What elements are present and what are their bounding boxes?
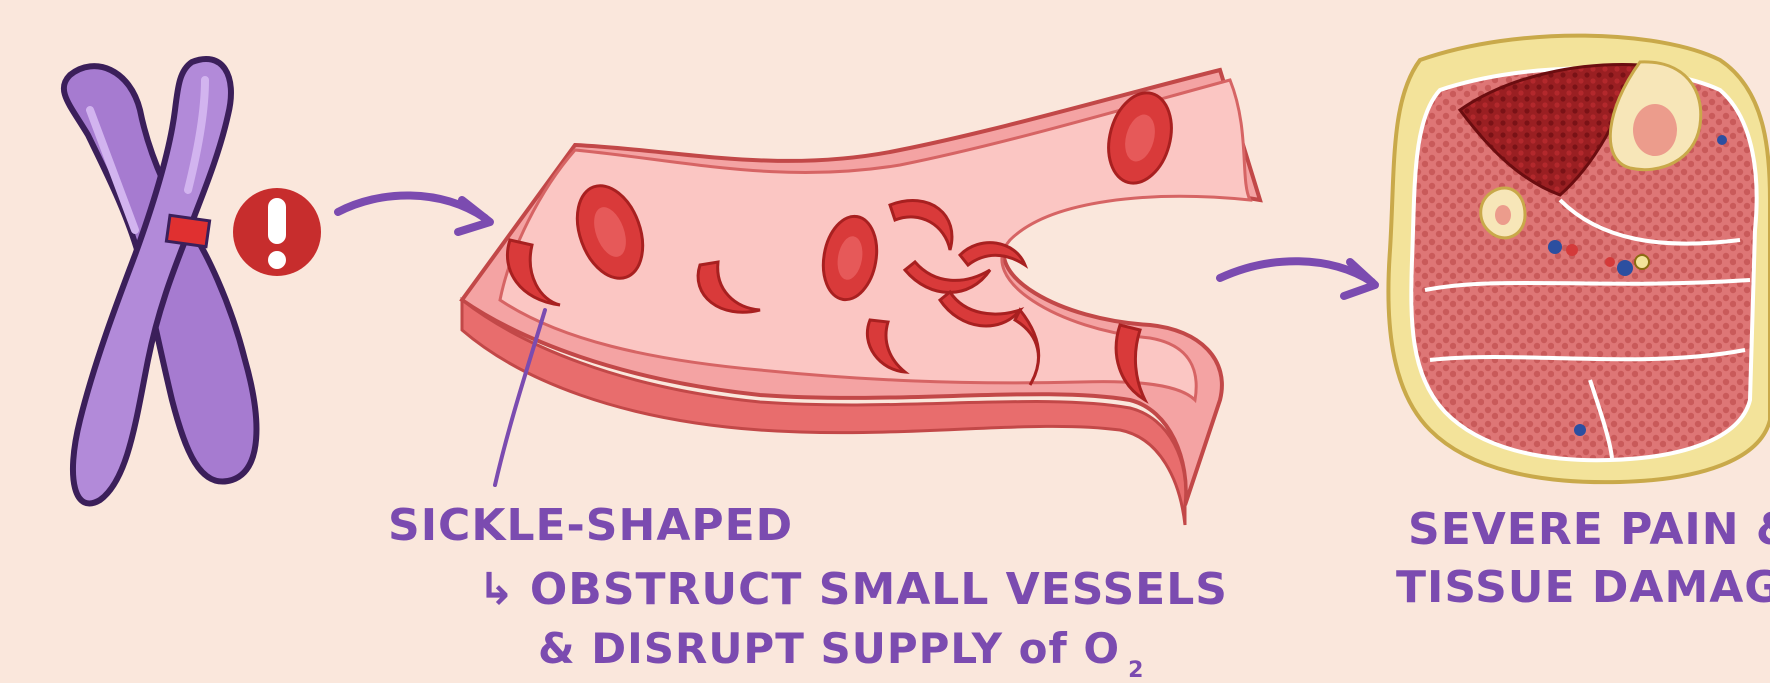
oxygen-subscript: 2 bbox=[1128, 658, 1144, 683]
tissue-cross-section-icon bbox=[1388, 36, 1770, 483]
return-arrow-icon: ↳ bbox=[478, 568, 516, 612]
tissue-damage-label: TISSUE DAMAGE bbox=[1396, 566, 1770, 610]
chromosome-icon bbox=[64, 59, 257, 503]
sickle-shaped-label: SICKLE-SHAPED bbox=[388, 504, 793, 548]
disrupt-supply-text: & DISRUPT SUPPLY of O bbox=[538, 624, 1120, 673]
blood-vessel-icon bbox=[462, 70, 1260, 525]
obstruct-vessels-label: ↳OBSTRUCT SMALL VESSELS bbox=[478, 568, 1228, 612]
curved-arrow-icon bbox=[338, 195, 490, 232]
obstruct-vessels-text: OBSTRUCT SMALL VESSELS bbox=[530, 564, 1228, 615]
exclamation-warning-icon bbox=[233, 188, 321, 276]
curved-arrow-icon bbox=[1220, 261, 1375, 296]
severe-pain-label: SEVERE PAIN & bbox=[1408, 508, 1770, 552]
